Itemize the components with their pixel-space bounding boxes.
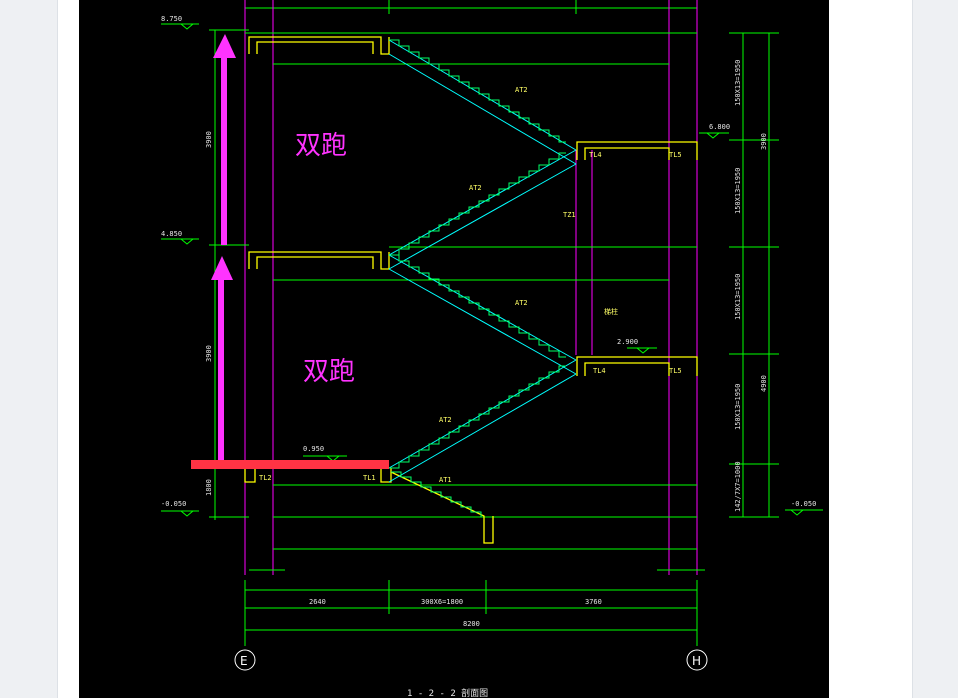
- columns: [244, 0, 698, 575]
- red-highlight-bar: [191, 460, 389, 469]
- dim-right-total-lower: 4900: [760, 375, 768, 392]
- beam-tl4-lower: TL4: [593, 367, 606, 375]
- landings: [244, 36, 698, 544]
- level-4850: 4.850: [161, 230, 182, 238]
- right-dimension-chains: [729, 32, 779, 518]
- dim-bottom-3: 3760: [585, 598, 602, 606]
- cad-section-drawing: E H 双跑 双跑 8.750 4.850 -0.050 0.950 6.800…: [79, 0, 829, 698]
- beam-tl1: TL1: [363, 474, 376, 482]
- dim-right-seg2: 150X13=1950: [734, 168, 742, 214]
- dim-right-seg4: 150X13=1950: [734, 384, 742, 430]
- level-8750: 8.750: [161, 15, 182, 23]
- stair-treads: [389, 39, 566, 517]
- level-2900: 2.900: [617, 338, 638, 346]
- dim-bottom-total: 8200: [463, 620, 480, 628]
- dim-bottom-1: 2640: [309, 598, 326, 606]
- level-markers-left: [161, 23, 823, 517]
- dim-left-middle: 3900: [205, 345, 213, 362]
- top-dimension-line: [244, 0, 698, 14]
- floor-lines: [245, 32, 697, 550]
- dim-bottom-2: 300X6=1800: [421, 598, 463, 606]
- annotation-lower: 双跑: [303, 357, 355, 387]
- right-scrollbar-gutter[interactable]: [912, 0, 958, 698]
- level-6800: 6.800: [709, 123, 730, 131]
- stair-at1: AT1: [439, 476, 452, 484]
- level-m0050-left: -0.050: [161, 500, 186, 508]
- stair-at2-b: AT2: [469, 184, 482, 192]
- stair-at2-c: AT2: [515, 299, 528, 307]
- axis-h-label: H: [692, 654, 701, 668]
- dim-right-seg3: 150X13=1950: [734, 274, 742, 320]
- stair-at2-d: AT2: [439, 416, 452, 424]
- column-tz1: TZ1: [563, 211, 576, 219]
- note-small: 梯柱: [604, 307, 618, 316]
- axis-e-label: E: [240, 654, 248, 668]
- section-svg: E H 双跑 双跑 8.750 4.850 -0.050 0.950 6.800…: [161, 0, 823, 698]
- beam-tl5-lower: TL5: [669, 367, 682, 375]
- dim-left-lower: 1800: [205, 479, 213, 496]
- height-arrows: [211, 34, 236, 460]
- dim-right-seg5: 142/7X7=1000: [734, 461, 742, 512]
- beam-tl5-upper: TL5: [669, 151, 682, 159]
- annotation-upper: 双跑: [295, 131, 347, 161]
- dim-right-total-upper: 3900: [760, 133, 768, 150]
- dim-left-upper: 3900: [205, 131, 213, 148]
- left-gutter: [0, 0, 58, 698]
- level-0950: 0.950: [303, 445, 324, 453]
- section-title: 1 - 2 - 2 剖面图: [407, 687, 488, 698]
- beam-tl4-upper: TL4: [589, 151, 602, 159]
- stair-at2-a: AT2: [515, 86, 528, 94]
- axis-bubbles: [234, 649, 708, 671]
- bottom-dimension-chains: [244, 569, 705, 646]
- beam-tl2: TL2: [259, 474, 272, 482]
- level-m0050-right: -0.050: [791, 500, 816, 508]
- dim-right-seg1: 150X13=1950: [734, 60, 742, 106]
- stair-flights: [388, 39, 577, 483]
